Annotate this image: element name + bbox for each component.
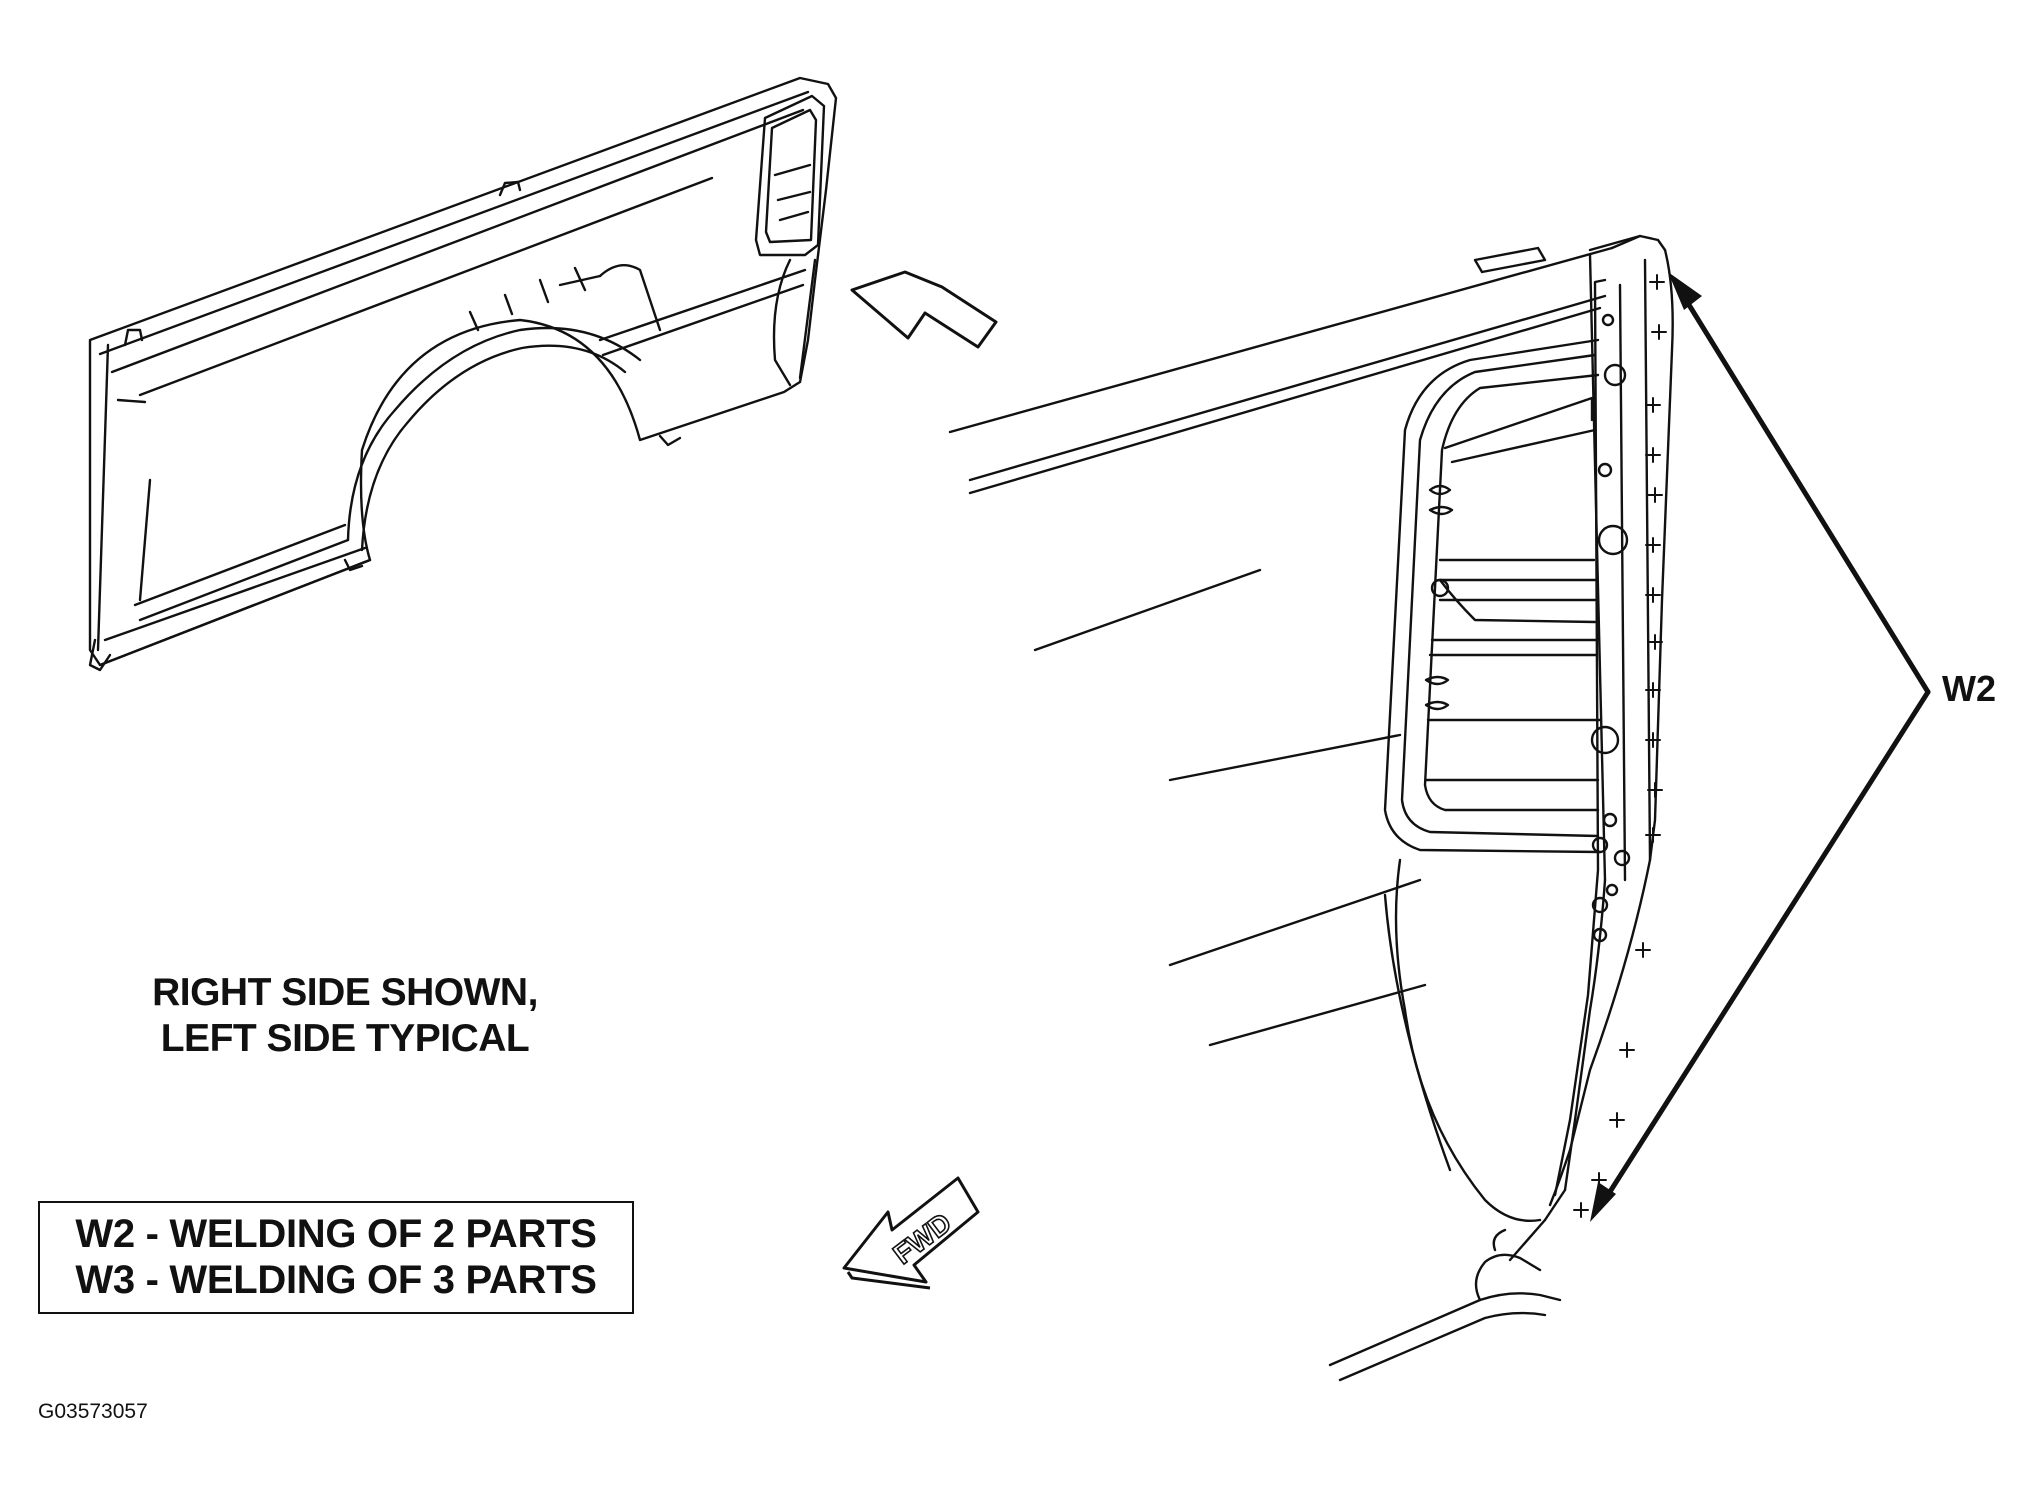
weld-points-w2 <box>1573 274 1667 1218</box>
side-note-line-2: LEFT SIDE TYPICAL <box>160 1017 530 1060</box>
side-note: RIGHT SIDE SHOWN, LEFT SIDE TYPICAL <box>110 970 580 1062</box>
bed-side-panel-overview <box>88 76 838 672</box>
w2-callout-label: W2 <box>1942 668 1996 709</box>
rear-pillar-detail <box>948 234 1674 1382</box>
detail-view-arrow <box>850 270 998 349</box>
fwd-direction-arrow: FWD <box>842 1176 980 1290</box>
side-note-line-1: RIGHT SIDE SHOWN, <box>152 971 538 1014</box>
weld-legend: W2 - WELDING OF 2 PARTS W3 - WELDING OF … <box>38 1201 634 1314</box>
legend-item-w3: W3 - WELDING OF 3 PARTS <box>75 1258 597 1302</box>
legend-item-w2: W2 - WELDING OF 2 PARTS <box>75 1212 597 1256</box>
leader-arrowhead-bottom <box>1590 1182 1616 1222</box>
leader-arrowhead-top <box>1668 272 1702 310</box>
w2-leader-lines <box>1603 297 1931 1201</box>
figure-id: G03573057 <box>38 1400 148 1423</box>
